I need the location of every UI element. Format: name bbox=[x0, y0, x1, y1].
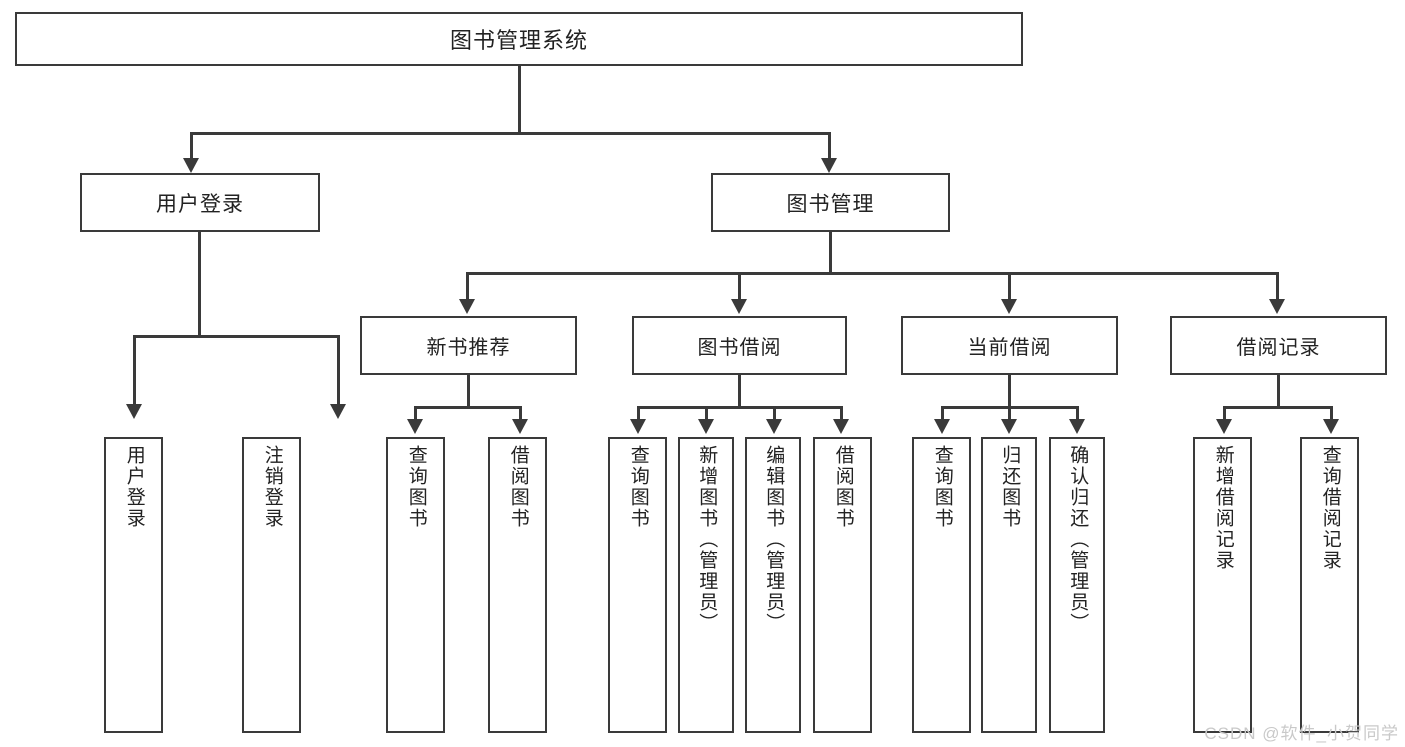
arrowhead-leaf-query-book-3 bbox=[934, 419, 950, 434]
node-label: 图书借阅 bbox=[697, 337, 782, 359]
connector-drop-leaf-edit-book bbox=[773, 406, 776, 422]
node-label: 当前借阅 bbox=[967, 337, 1052, 359]
arrowhead-leaf-query-book-1 bbox=[407, 419, 423, 434]
node-label: 新增图书（管理员） bbox=[696, 445, 718, 634]
node-label: 用户登录 bbox=[123, 445, 145, 529]
connector-drop-leaf-query-book-2 bbox=[637, 406, 640, 422]
node-leaf-query-book-3[interactable]: 查询图书 bbox=[912, 437, 971, 733]
node-leaf-logout[interactable]: 注销登录 bbox=[242, 437, 301, 733]
node-leaf-return-book[interactable]: 归还图书 bbox=[981, 437, 1037, 733]
connector-drop-leaf-return-book bbox=[1008, 406, 1011, 422]
connector-new-book-rec-bus bbox=[414, 406, 522, 409]
arrowhead-book-borrow bbox=[731, 299, 747, 314]
connector-drop-leaf-query-book-1 bbox=[414, 406, 417, 422]
arrowhead-leaf-confirm-return bbox=[1069, 419, 1085, 434]
connector-drop-leaf-add-record bbox=[1223, 406, 1226, 422]
connector-root-bus bbox=[190, 132, 831, 135]
connector-drop-leaf-query-book-3 bbox=[941, 406, 944, 422]
arrowhead-leaf-logout bbox=[330, 404, 346, 419]
arrowhead-leaf-user-login bbox=[126, 404, 142, 419]
connector-drop-new-book-rec bbox=[466, 272, 469, 301]
csdn-watermark: CSDN @软件_小贺同学 bbox=[1204, 724, 1399, 743]
connector-root-drop-user-login bbox=[190, 132, 193, 160]
arrowhead-leaf-borrow-book-2 bbox=[833, 419, 849, 434]
connector-drop-leaf-logout bbox=[337, 335, 340, 406]
connector-book-borrow-stem bbox=[738, 375, 741, 406]
node-leaf-query-book-2[interactable]: 查询图书 bbox=[608, 437, 667, 733]
node-leaf-query-record[interactable]: 查询借阅记录 bbox=[1300, 437, 1359, 733]
node-leaf-add-book[interactable]: 新增图书（管理员） bbox=[678, 437, 734, 733]
connector-user-login-bus bbox=[133, 335, 340, 338]
node-new-book-rec[interactable]: 新书推荐 bbox=[360, 316, 577, 375]
node-root-system[interactable]: 图书管理系统 bbox=[15, 12, 1023, 66]
node-leaf-edit-book[interactable]: 编辑图书（管理员） bbox=[745, 437, 801, 733]
arrowhead-leaf-return-book bbox=[1001, 419, 1017, 434]
arrowhead-leaf-add-record bbox=[1216, 419, 1232, 434]
node-label: 用户登录 bbox=[156, 192, 244, 216]
node-label: 查询图书 bbox=[931, 445, 953, 529]
arrowhead-user-login bbox=[183, 158, 199, 173]
node-label: 图书管理 bbox=[786, 192, 875, 216]
connector-book-manage-stem bbox=[829, 232, 832, 272]
connector-drop-leaf-borrow-book-1 bbox=[519, 406, 522, 422]
node-label: 注销登录 bbox=[261, 445, 283, 529]
node-label: 确认归还（管理员） bbox=[1067, 445, 1089, 634]
connector-root-drop-book-manage bbox=[828, 132, 831, 160]
arrowhead-leaf-query-record bbox=[1323, 419, 1339, 434]
connector-drop-leaf-borrow-book-2 bbox=[840, 406, 843, 422]
node-book-borrow[interactable]: 图书借阅 bbox=[632, 316, 847, 375]
connector-drop-borrow-record bbox=[1276, 272, 1279, 301]
node-current-borrow[interactable]: 当前借阅 bbox=[901, 316, 1118, 375]
arrowhead-leaf-add-book bbox=[698, 419, 714, 434]
node-label: 新书推荐 bbox=[426, 337, 511, 359]
node-leaf-borrow-book-1[interactable]: 借阅图书 bbox=[488, 437, 547, 733]
node-book-manage[interactable]: 图书管理 bbox=[711, 173, 950, 232]
connector-drop-book-borrow bbox=[738, 272, 741, 301]
connector-user-login-stem bbox=[198, 232, 201, 335]
node-label: 归还图书 bbox=[999, 445, 1021, 529]
connector-drop-leaf-confirm-return bbox=[1076, 406, 1079, 422]
node-borrow-record[interactable]: 借阅记录 bbox=[1170, 316, 1387, 375]
arrowhead-book-manage bbox=[821, 158, 837, 173]
node-label: 查询图书 bbox=[405, 445, 427, 529]
node-label: 编辑图书（管理员） bbox=[763, 445, 785, 634]
node-leaf-user-login[interactable]: 用户登录 bbox=[104, 437, 163, 733]
node-leaf-confirm-return[interactable]: 确认归还（管理员） bbox=[1049, 437, 1105, 733]
connector-borrow-record-stem bbox=[1277, 375, 1280, 406]
node-label: 借阅图书 bbox=[507, 445, 529, 529]
connector-root-stem bbox=[518, 66, 521, 132]
node-label: 借阅记录 bbox=[1236, 337, 1321, 359]
connector-new-book-rec-stem bbox=[467, 375, 470, 406]
connector-drop-leaf-user-login bbox=[133, 335, 136, 406]
connector-drop-leaf-add-book bbox=[705, 406, 708, 422]
node-label: 新增借阅记录 bbox=[1212, 445, 1234, 571]
arrowhead-borrow-record bbox=[1269, 299, 1285, 314]
connector-book-manage-bus bbox=[466, 272, 1279, 275]
connector-book-borrow-bus bbox=[637, 406, 842, 409]
node-leaf-borrow-book-2[interactable]: 借阅图书 bbox=[813, 437, 872, 733]
arrowhead-leaf-edit-book bbox=[766, 419, 782, 434]
node-leaf-query-book-1[interactable]: 查询图书 bbox=[386, 437, 445, 733]
node-label: 查询借阅记录 bbox=[1319, 445, 1341, 571]
arrowhead-current-borrow bbox=[1001, 299, 1017, 314]
arrowhead-leaf-borrow-book-1 bbox=[512, 419, 528, 434]
connector-drop-current-borrow bbox=[1008, 272, 1011, 301]
node-user-login[interactable]: 用户登录 bbox=[80, 173, 320, 232]
connector-drop-leaf-query-record bbox=[1330, 406, 1333, 422]
arrowhead-leaf-query-book-2 bbox=[630, 419, 646, 434]
connector-borrow-record-bus bbox=[1223, 406, 1333, 409]
arrowhead-new-book-rec bbox=[459, 299, 475, 314]
node-leaf-add-record[interactable]: 新增借阅记录 bbox=[1193, 437, 1252, 733]
connector-current-borrow-stem bbox=[1008, 375, 1011, 406]
node-label: 借阅图书 bbox=[832, 445, 854, 529]
node-label: 图书管理系统 bbox=[449, 28, 588, 53]
node-label: 查询图书 bbox=[627, 445, 649, 529]
